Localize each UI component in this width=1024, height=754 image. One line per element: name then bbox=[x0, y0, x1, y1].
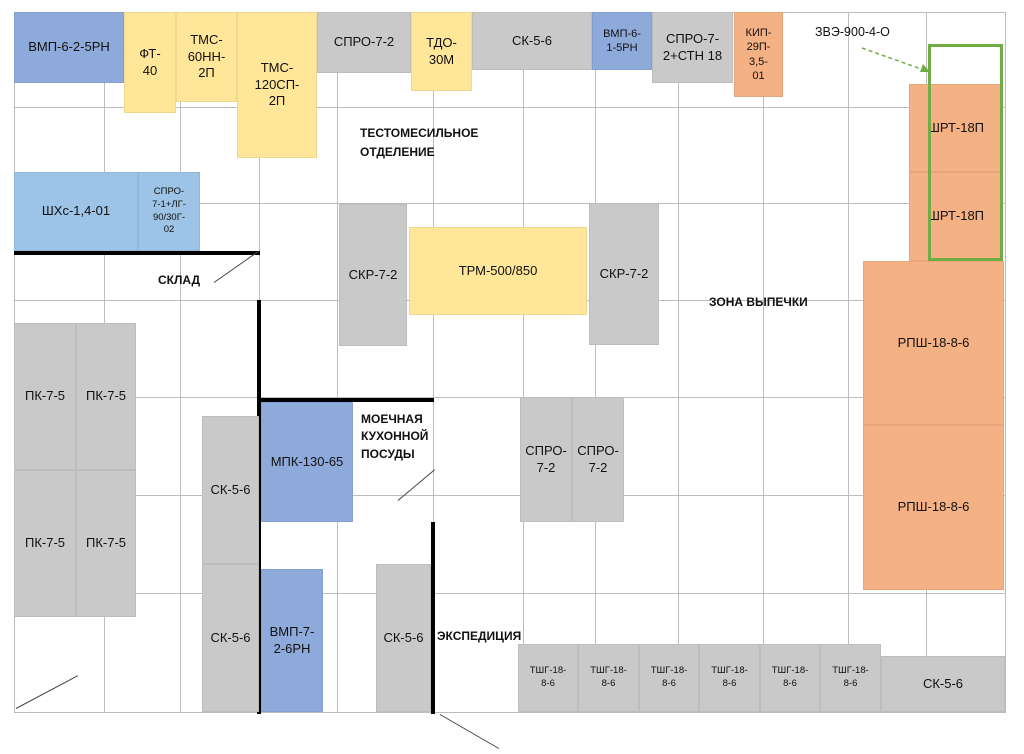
equipment-pk-7-5-1: ПК-7-5 bbox=[14, 323, 76, 470]
grid-line bbox=[848, 12, 849, 712]
wall bbox=[431, 522, 435, 714]
grid-line bbox=[14, 593, 1006, 594]
equipment-pk-7-5-2: ПК-7-5 bbox=[76, 323, 136, 470]
door-swing bbox=[15, 675, 79, 709]
grid-line bbox=[1005, 12, 1006, 712]
label-baking-zone: ЗОНА ВЫПЕЧКИ bbox=[709, 295, 808, 309]
equipment-spro-7-2-a: СПРО- 7-2 bbox=[520, 397, 572, 522]
grid-line bbox=[14, 712, 1006, 713]
wall bbox=[259, 398, 434, 402]
equipment-tshg-2: ТШГ-18- 8-6 bbox=[578, 644, 639, 712]
equipment-ft-40: ФТ- 40 bbox=[124, 12, 176, 113]
door-swing bbox=[397, 469, 436, 501]
equipment-sk-5-6-mid: СК-5-6 bbox=[202, 416, 259, 564]
grid-line bbox=[678, 12, 679, 712]
equipment-vmp-6-1-5rn: ВМП-6- 1-5РН bbox=[592, 12, 652, 70]
equipment-skr-7-2-right: СКР-7-2 bbox=[589, 203, 659, 345]
label-dish-washing: МОЕЧНАЯ КУХОННОЙ ПОСУДЫ bbox=[361, 412, 429, 461]
grid-line bbox=[14, 397, 1006, 398]
grid-line bbox=[595, 12, 596, 712]
equipment-trm-500-850: ТРМ-500/850 bbox=[409, 227, 587, 315]
equipment-tshg-4: ТШГ-18- 8-6 bbox=[699, 644, 760, 712]
label-dough-mixing: ТЕСТОМЕСИЛЬНОЕ ОТДЕЛЕНИЕ bbox=[360, 126, 479, 159]
equipment-tshg-6: ТШГ-18- 8-6 bbox=[820, 644, 881, 712]
grid-line bbox=[180, 12, 181, 712]
equipment-tms-60nn-2p: ТМС- 60НН- 2П bbox=[176, 12, 237, 102]
label-storage: СКЛАД bbox=[158, 273, 201, 287]
equipment-tms-120sp-2p: ТМС- 120СП- 2П bbox=[237, 12, 317, 158]
grid-line bbox=[14, 107, 1006, 108]
equipment-shhs-1-4-01: ШХс-1,4-01 bbox=[14, 172, 138, 251]
grid-line bbox=[763, 12, 764, 712]
equipment-shrt-18p-1: ШРТ-18П bbox=[909, 84, 1003, 172]
equipment-vmp-7-2-6rn: ВМП-7- 2-6РН bbox=[261, 569, 323, 712]
equipment-kip-29p: КИП- 29П- 3,5- 01 bbox=[734, 12, 783, 97]
equipment-tdo-30m: ТДО- 30М bbox=[411, 12, 472, 91]
wall bbox=[14, 251, 260, 255]
wall bbox=[257, 300, 261, 714]
label-zve-note: ЗВЭ-900-4-О bbox=[815, 25, 890, 39]
equipment-spro-7-2-b: СПРО- 7-2 bbox=[572, 397, 624, 522]
equipment-spro-7-2-stn18: СПРО-7- 2+СТН 18 bbox=[652, 12, 733, 83]
equipment-tshg-3: ТШГ-18- 8-6 bbox=[639, 644, 699, 712]
door-swing bbox=[213, 251, 259, 283]
grid-line bbox=[14, 495, 1006, 496]
door-swing bbox=[439, 714, 500, 749]
equipment-sk-5-6-top: СК-5-6 bbox=[472, 12, 592, 70]
equipment-rpsh-18-8-6-1: РПШ-18-8-6 bbox=[863, 261, 1004, 425]
equipment-mpk-130-65: МПК-130-65 bbox=[261, 402, 353, 522]
equipment-pk-7-5-3: ПК-7-5 bbox=[14, 470, 76, 617]
equipment-rpsh-18-8-6-2: РПШ-18-8-6 bbox=[863, 425, 1004, 590]
equipment-tshg-5: ТШГ-18- 8-6 bbox=[760, 644, 820, 712]
highlight-frame bbox=[928, 44, 1003, 261]
equipment-skr-7-2-left: СКР-7-2 bbox=[339, 204, 407, 346]
equipment-spro-7-1-lg: СПРО- 7-1+ЛГ- 90/30Г- 02 bbox=[138, 172, 200, 251]
arrow-icon bbox=[861, 47, 930, 72]
grid-line bbox=[523, 12, 524, 712]
grid-line bbox=[433, 12, 434, 712]
equipment-pk-7-5-4: ПК-7-5 bbox=[76, 470, 136, 617]
grid-line bbox=[337, 12, 338, 712]
equipment-sk-5-6-exp: СК-5-6 bbox=[376, 564, 431, 712]
grid-line bbox=[14, 203, 1006, 204]
equipment-spro-7-2-top: СПРО-7-2 bbox=[317, 12, 411, 73]
equipment-tshg-1: ТШГ-18- 8-6 bbox=[518, 644, 578, 712]
equipment-vmp-6-2-5rn: ВМП-6-2-5РН bbox=[14, 12, 124, 83]
equipment-sk-5-6-bottom: СК-5-6 bbox=[881, 656, 1005, 712]
equipment-sk-5-6-low: СК-5-6 bbox=[202, 564, 259, 712]
label-expedition: ЭКСПЕДИЦИЯ bbox=[437, 629, 522, 643]
